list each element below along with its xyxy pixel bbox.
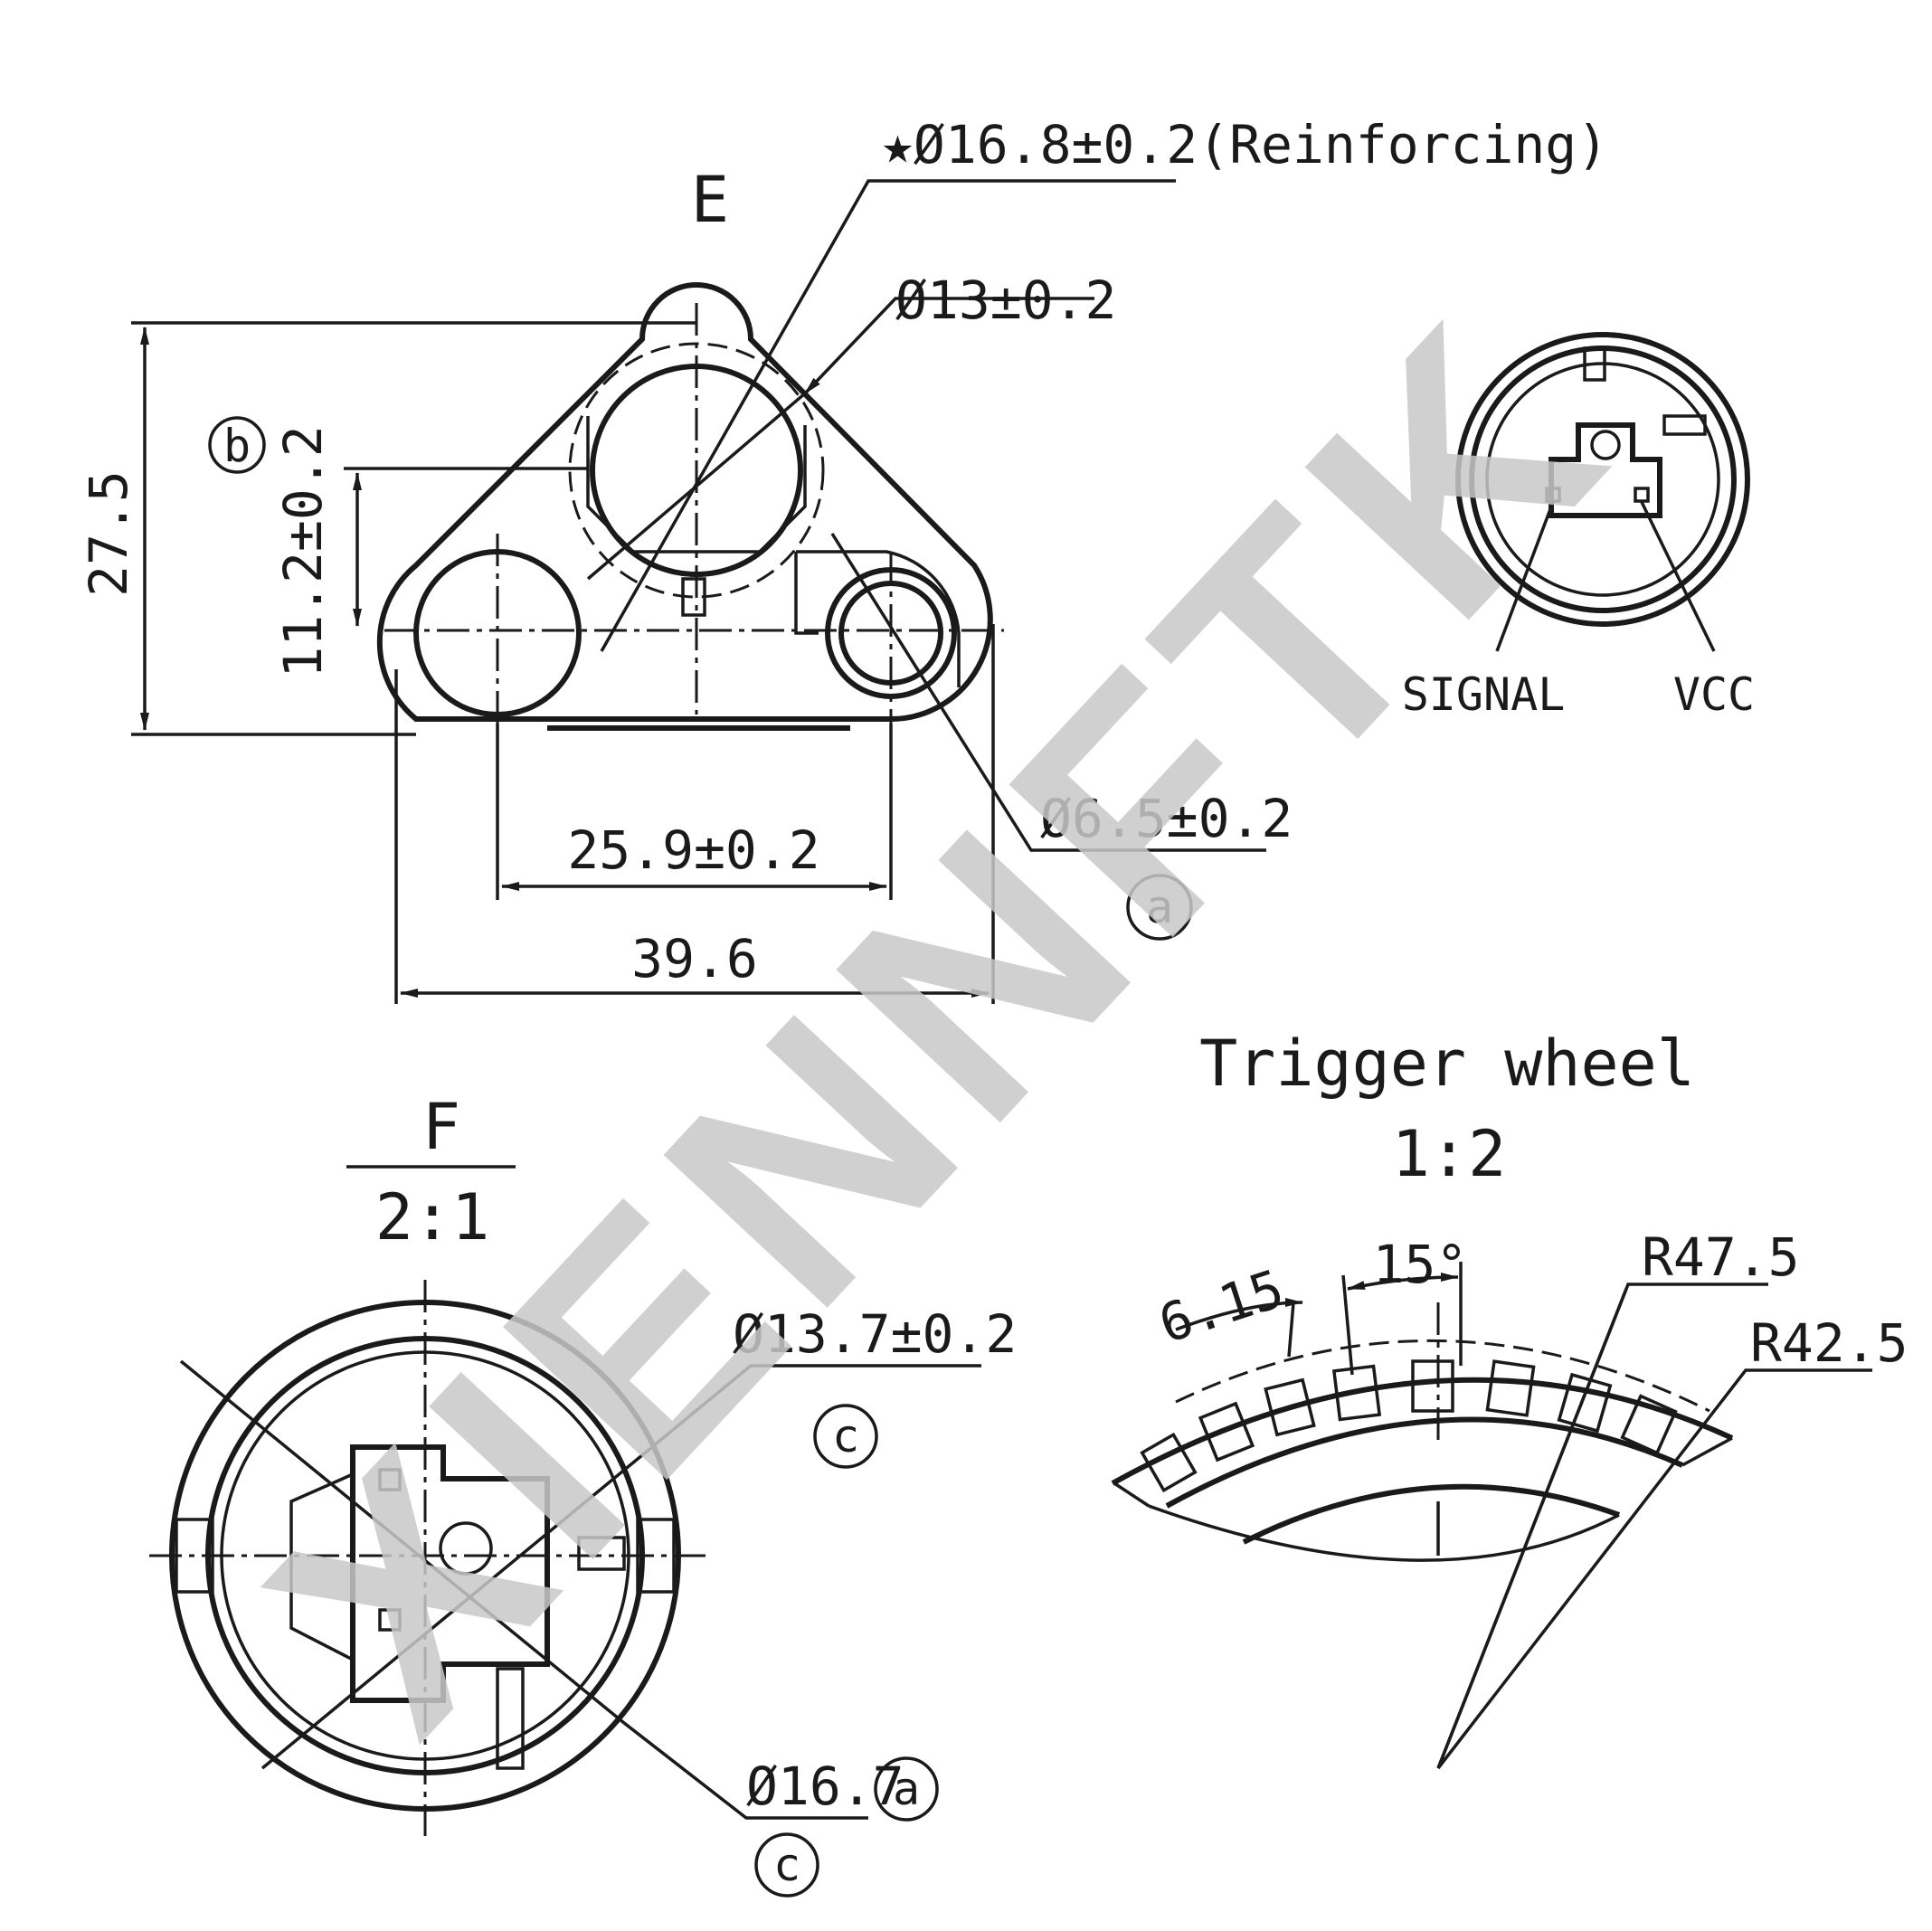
hole-leader xyxy=(830,533,1266,852)
connector-outer-ring xyxy=(1455,332,1750,627)
height-dim: 27.5 xyxy=(78,470,139,597)
view-e: E ★Ø16.8±0.2(Re xyxy=(78,114,1608,1004)
datum-c-circle-top xyxy=(813,1404,878,1469)
vcc-leader xyxy=(1640,501,1716,652)
offset-dim: 11.2±0.2 xyxy=(272,425,334,677)
trigger-wheel-title: Trigger wheel xyxy=(1199,1027,1695,1101)
pitch-ext-line xyxy=(1287,1302,1295,1358)
pin-block-hole xyxy=(1590,430,1621,460)
r-inner-dim: R42.5 xyxy=(1750,1312,1908,1374)
wheel-lower-arc xyxy=(1148,1504,1620,1562)
datum-c-label-top: c xyxy=(832,1410,859,1462)
trigger-wheel-scale: 1:2 xyxy=(1392,1117,1506,1191)
housing-rib xyxy=(496,1667,525,1770)
wheel-teeth xyxy=(1140,1359,1678,1493)
datum-b-circle xyxy=(208,416,266,474)
datum-a-circle xyxy=(1126,874,1193,941)
wheel-tooth xyxy=(1198,1401,1255,1462)
hole-boss xyxy=(794,550,961,687)
pitch-dim: 6.15 xyxy=(1151,1257,1291,1355)
r-outer-dim: R47.5 xyxy=(1642,1226,1800,1288)
watermark-text: XIENNFTK xyxy=(203,251,1678,1795)
inner-dia-leader xyxy=(622,1721,868,1820)
wheel-pitch-circle xyxy=(1175,1339,1710,1413)
signal-label: SIGNAL xyxy=(1402,668,1566,721)
bore-diagonal xyxy=(586,392,807,581)
datum-b-label: b xyxy=(223,420,251,472)
outer-dia-leader xyxy=(260,1364,981,1770)
datum-a-circle-f xyxy=(874,1756,939,1822)
watermark: XIENNFTK xyxy=(203,251,1678,1795)
connector-key-top xyxy=(1583,346,1606,382)
hole-dim: Ø6.5±0.2 xyxy=(1040,788,1293,849)
connector-view: SIGNAL VCC xyxy=(1402,332,1755,721)
connector-shoulder xyxy=(289,1472,354,1661)
wheel-end-left xyxy=(1113,1481,1150,1508)
bore-tab xyxy=(681,577,706,617)
wheel-tooth xyxy=(1557,1372,1613,1434)
r-inner-leader xyxy=(1436,1368,1872,1770)
vcc-label: VCC xyxy=(1673,668,1755,721)
wheel-tooth xyxy=(1140,1432,1198,1493)
r-outer-leader-tail xyxy=(1436,1288,1628,1769)
pin-block xyxy=(1548,422,1662,518)
datum-c-label-bottom: c xyxy=(773,1839,800,1891)
inner-dia-diagonal xyxy=(179,1359,626,1725)
signal-leader xyxy=(1495,501,1555,652)
wheel-tooth xyxy=(1411,1359,1454,1413)
bore-dim: Ø13±0.2 xyxy=(895,270,1116,331)
view-f: F 2:1 Ø13.7±0.2 c Ø16.7 a c xyxy=(149,1090,1017,1898)
view-f-label: F xyxy=(422,1090,460,1164)
signal-pin-icon xyxy=(1545,487,1561,503)
wheel-root-arc xyxy=(1165,1416,1684,1509)
bore-housing xyxy=(586,416,807,554)
angle-dim-arc xyxy=(1347,1273,1459,1291)
pin-b-icon xyxy=(378,1608,402,1632)
pin-a-icon xyxy=(378,1468,402,1491)
trigger-wheel-view: Trigger wheel 1:2 6.15 15° R xyxy=(1111,1027,1908,1770)
wheel-tooth xyxy=(1264,1377,1316,1437)
wheel-hub-arc xyxy=(1242,1483,1621,1545)
wheel-outer-arc xyxy=(1111,1377,1734,1486)
pitch-dim-arc xyxy=(1175,1298,1303,1331)
wheel-tooth xyxy=(1620,1394,1678,1455)
wheel-tooth xyxy=(1485,1359,1536,1417)
view-f-scale: 2:1 xyxy=(375,1180,489,1254)
reinforcing-dim: ★Ø16.8±0.2(Reinforcing) xyxy=(882,114,1608,175)
reinforcing-leader xyxy=(600,179,1176,652)
bore-leader xyxy=(803,297,1094,395)
view-e-label: E xyxy=(691,163,729,237)
vcc-pin-icon xyxy=(1634,487,1650,503)
connector-inner-ring xyxy=(1485,362,1720,597)
width-dim: 39.6 xyxy=(631,928,758,989)
connector-key-side xyxy=(1662,414,1707,436)
sensor-flange-outline xyxy=(376,282,993,722)
datum-a-label: a xyxy=(1146,881,1173,933)
datum-c-circle-bottom xyxy=(754,1832,819,1898)
wheel-end-right xyxy=(1681,1436,1733,1467)
outer-dia-dim: Ø13.7±0.2 xyxy=(733,1303,1017,1365)
connector-pin-block xyxy=(350,1444,550,1703)
datum-a-label-f: a xyxy=(893,1763,920,1815)
angle-ext-left xyxy=(1341,1274,1354,1376)
spacing-dim: 25.9±0.2 xyxy=(567,819,819,881)
angle-dim: 15° xyxy=(1373,1234,1468,1295)
center-hole xyxy=(439,1521,493,1576)
inner-dia-dim: Ø16.7 xyxy=(746,1756,904,1817)
wheel-tooth xyxy=(1331,1364,1382,1422)
r-outer-leader xyxy=(1436,1283,1768,1769)
housing-key xyxy=(577,1536,626,1571)
